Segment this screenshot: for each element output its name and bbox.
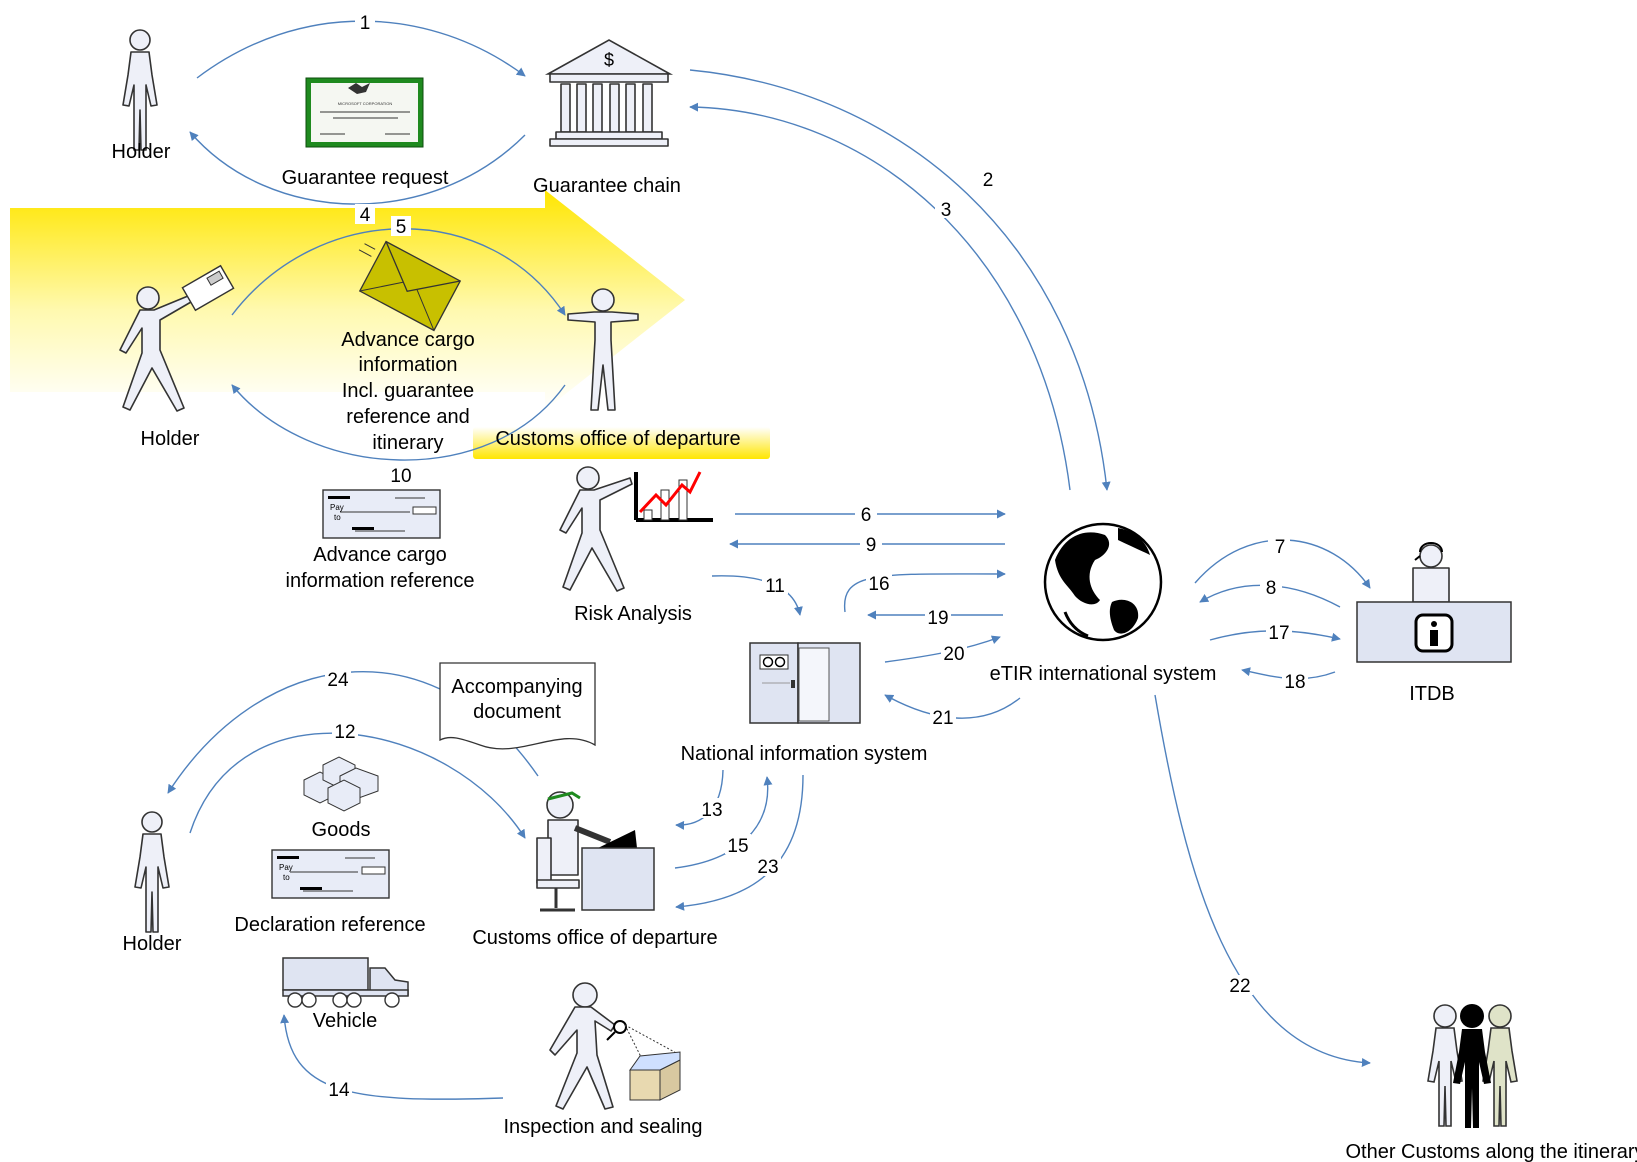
highlight-arrow-shape — [10, 190, 685, 410]
national-system-server-icon — [749, 642, 861, 724]
step-20-label: 20 — [943, 644, 964, 665]
step-22-label: 22 — [1229, 976, 1250, 997]
accompanying-doc-line-2: document — [473, 701, 561, 723]
step-18-label: 18 — [1284, 672, 1305, 693]
guarantee-certificate-icon: MICROSOFT CORPORATION — [305, 77, 424, 148]
cheque-pay-label: Pay — [330, 503, 344, 512]
arrow-10 — [231, 384, 566, 461]
step-6-label: 6 — [861, 505, 872, 526]
step-16-label: 16 — [868, 574, 889, 595]
advance-cargo-line-4: reference and — [346, 406, 469, 428]
step-13-label: 13 — [701, 800, 722, 821]
step-5-label: 5 — [396, 217, 407, 238]
advance-cargo-line-1: Advance cargo — [341, 329, 474, 351]
vehicle-label: Vehicle — [313, 1010, 378, 1032]
other-customs-label: Other Customs along the itinerary — [1345, 1141, 1637, 1162]
customs-departure-bottom-label: Customs office of departure — [472, 927, 717, 949]
step-19-label: 19 — [927, 608, 948, 629]
cheque2-to-label: to — [283, 873, 290, 882]
guarantee-chain-bank-icon: $ — [544, 39, 674, 147]
step-9-label: 9 — [866, 535, 877, 556]
holder-mid-label: Holder — [141, 428, 200, 450]
step-14-label: 14 — [328, 1080, 350, 1101]
advance-cargo-line-5: itinerary — [372, 432, 443, 454]
bank-dollar-symbol: $ — [604, 50, 614, 70]
envelope-icon — [358, 240, 462, 332]
inspection-box-icon — [629, 1051, 681, 1101]
customs-departure-top-label: Customs office of departure — [495, 428, 740, 450]
step-10-label: 10 — [390, 466, 411, 487]
national-system-label: National information system — [681, 743, 928, 765]
advance-cargo-line-3: Incl. guarantee — [342, 380, 474, 402]
arrow-22 — [1154, 694, 1371, 1068]
etir-label: eTIR international system — [990, 663, 1217, 685]
cheque2-pay-label: Pay — [279, 863, 293, 872]
goods-boxes-icon — [303, 756, 379, 812]
vehicle-truck-icon — [282, 957, 409, 1008]
step-24-label: 24 — [327, 670, 349, 691]
etir-globe-icon — [1043, 522, 1163, 642]
step-3-label: 3 — [941, 200, 952, 221]
accompanying-document-icon — [439, 662, 596, 750]
guarantee-request-label: Guarantee request — [282, 167, 449, 189]
holder-top-label: Holder — [112, 141, 171, 163]
node-labels: Holder Guarantee request Guarantee chain… — [112, 141, 1637, 1162]
risk-chart-icon — [634, 471, 713, 522]
step-15-label: 15 — [727, 836, 748, 857]
step-2-label: 2 — [983, 170, 994, 191]
step-12-label: 12 — [334, 722, 355, 743]
step-11-label: 11 — [765, 576, 785, 597]
arrow-15 — [674, 776, 773, 869]
step-21-label: 21 — [932, 708, 953, 729]
step-23-label: 23 — [757, 857, 778, 878]
advance-cargo-reference-cheque-icon: Pay to — [322, 489, 441, 539]
goods-label: Goods — [312, 819, 371, 841]
highlight-label-bg — [473, 427, 770, 459]
step-4-label: 4 — [360, 205, 371, 226]
holder-bottom-person-icon — [134, 811, 170, 933]
cheque-to-label: to — [334, 513, 341, 522]
risk-analysis-person-icon — [559, 466, 633, 592]
arrow-4 — [189, 131, 526, 205]
customs-officer-top-icon — [567, 288, 639, 411]
advance-cargo-line-2: information — [359, 354, 458, 376]
other-customs-people-icon — [1427, 1004, 1518, 1128]
step-8-label: 8 — [1266, 578, 1277, 599]
declaration-reference-cheque-icon: Pay to — [271, 849, 390, 899]
holder-bottom-label: Holder — [123, 933, 182, 955]
certificate-text: MICROSOFT CORPORATION — [338, 101, 393, 106]
accompanying-doc-line-1: Accompanying — [451, 676, 582, 698]
step-labels: 1 2 3 4 5 6 7 8 9 10 11 12 13 14 15 16 1… — [325, 12, 1308, 1101]
arrow-2 — [689, 69, 1111, 491]
itdb-desk-icon — [1356, 542, 1512, 663]
declaration-reference-label: Declaration reference — [234, 914, 425, 936]
holder-top-person-icon — [122, 29, 158, 151]
inspection-label: Inspection and sealing — [503, 1116, 702, 1138]
guarantee-chain-label: Guarantee chain — [533, 175, 681, 197]
holder-mid-walking-person-icon — [119, 264, 235, 412]
step-1-label: 1 — [360, 13, 371, 34]
itdb-label: ITDB — [1409, 683, 1455, 705]
step-17-label: 17 — [1268, 623, 1289, 644]
advance-cargo-ref-line-1: Advance cargo — [313, 544, 446, 566]
customs-officer-desk-icon — [536, 791, 655, 912]
risk-analysis-label: Risk Analysis — [574, 603, 692, 625]
inspector-person-icon — [549, 982, 681, 1110]
advance-cargo-ref-line-2: information reference — [286, 570, 475, 592]
step-7-label: 7 — [1275, 537, 1286, 558]
